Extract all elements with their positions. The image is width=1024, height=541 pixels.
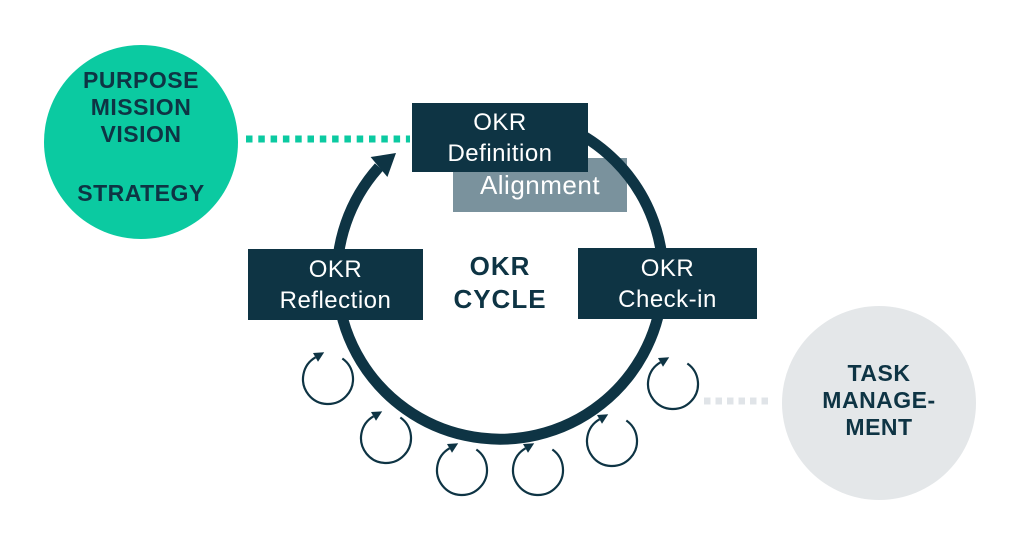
- okr-cycle-title-line1: OKR: [469, 251, 531, 281]
- loop-arrow-icon: [435, 442, 489, 497]
- okr-checkin-line2: Check-in: [618, 285, 717, 313]
- okr-definition-box: OKR Definition: [412, 103, 588, 172]
- loop-arrow-icon: [646, 356, 700, 411]
- strategy-circle: PURPOSE MISSION VISION STRATEGY: [44, 45, 238, 239]
- okr-checkin-line1: OKR: [640, 254, 695, 282]
- task-label-line1: TASK: [847, 359, 911, 386]
- okr-reflection-line1: OKR: [308, 255, 363, 283]
- task-label-line2: MANAGE-: [822, 386, 936, 413]
- okr-definition-line2: Definition: [447, 139, 553, 167]
- loop-arrow-icon: [359, 410, 413, 465]
- okr-definition-line1: OKR: [473, 108, 527, 136]
- task-label-line3: MENT: [845, 413, 913, 440]
- alignment-label: Alignment: [479, 169, 601, 200]
- task-management-circle: TASK MANAGE- MENT: [782, 306, 976, 500]
- okr-checkin-box: OKR Check-in: [578, 248, 757, 319]
- loop-arrow-icon: [301, 351, 355, 406]
- cycle-arrowhead-icon: [370, 153, 396, 177]
- loop-arrow-icon: [585, 413, 639, 468]
- okr-cycle-title-line2: CYCLE: [453, 284, 547, 314]
- mission-label: MISSION: [90, 94, 192, 120]
- vision-label: VISION: [100, 121, 182, 147]
- okr-reflection-line2: Reflection: [279, 286, 392, 314]
- okr-reflection-box: OKR Reflection: [248, 249, 423, 320]
- loop-arrow-icon: [511, 442, 565, 497]
- okr-cycle-title: OKR CYCLE: [430, 250, 570, 316]
- purpose-label: PURPOSE: [83, 67, 199, 93]
- strategy-label: STRATEGY: [77, 180, 205, 206]
